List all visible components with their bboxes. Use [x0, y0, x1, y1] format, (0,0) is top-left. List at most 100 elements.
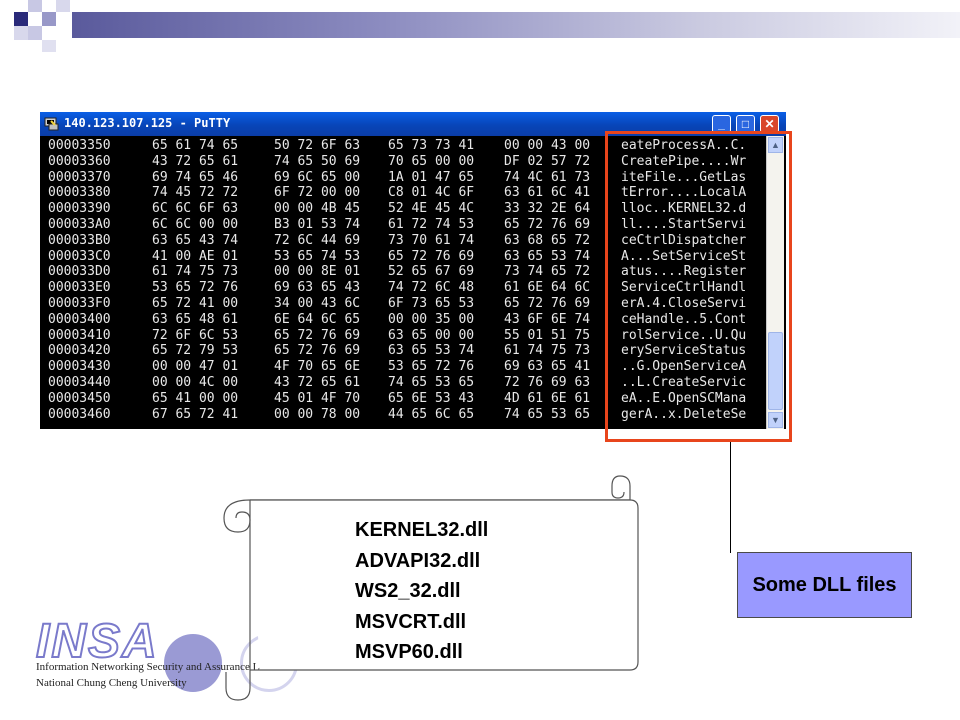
window-title: 140.123.107.125 - PuTTY — [64, 116, 231, 130]
ascii-text: ceHandle..5.Cont — [621, 311, 747, 327]
ascii-text: iteFile...GetLas — [621, 169, 747, 185]
minimize-icon: _ — [718, 117, 725, 131]
dll-scroll-shape — [223, 475, 639, 701]
hex-bytes: 63 65 00 00 — [388, 327, 475, 343]
hex-bytes: 44 65 6C 65 — [388, 406, 475, 422]
hex-offset: 000033F0 — [48, 296, 111, 311]
hex-bytes: DF 02 57 72 — [504, 153, 591, 169]
hex-bytes: 63 68 65 72 — [504, 232, 591, 248]
hex-bytes: 53 65 72 76 — [152, 280, 239, 296]
hex-bytes: B3 01 53 74 — [274, 217, 361, 232]
ascii-text: ll....StartServi — [621, 217, 747, 232]
hex-bytes: 61 74 75 73 — [152, 264, 239, 280]
ascii-text: A...SetServiceSt — [621, 248, 747, 264]
hex-bytes: 00 00 35 00 — [388, 311, 475, 327]
hex-bytes: 00 00 4B 45 — [274, 201, 361, 217]
hex-bytes: 63 61 6C 41 — [504, 185, 591, 201]
hex-bytes: 74 65 50 69 — [274, 153, 361, 169]
dll-name: MSVCRT.dll — [355, 610, 467, 633]
terminal-scrollbar[interactable]: ▲ ▼ — [766, 136, 784, 429]
hex-bytes: 41 00 AE 01 — [152, 248, 239, 264]
callout-label: Some DLL files — [752, 574, 897, 596]
insa-logo: INSA — [35, 614, 159, 669]
hex-bytes: 72 6C 44 69 — [274, 232, 361, 248]
hex-bytes: 6E 64 6C 65 — [274, 311, 361, 327]
hex-bytes: 74 65 53 65 — [388, 375, 475, 390]
header-square-dark — [14, 12, 28, 26]
dll-name: ADVAPI32.dll — [355, 549, 481, 572]
hex-offset: 000033B0 — [48, 232, 111, 248]
hex-offset: 000033A0 — [48, 217, 111, 232]
maximize-icon: □ — [741, 117, 750, 131]
hex-offset: 00003430 — [48, 359, 111, 375]
ascii-text: rolService..U.Qu — [621, 327, 747, 343]
header-square-light — [28, 26, 42, 40]
hex-bytes: 72 6F 6C 53 — [152, 327, 239, 343]
hex-bytes: 43 6F 6E 74 — [504, 311, 591, 327]
hex-offset: 00003440 — [48, 375, 111, 390]
hex-bytes: 67 65 72 41 — [152, 406, 239, 422]
hex-bytes: 6C 6C 00 00 — [152, 217, 239, 232]
hex-bytes: 72 76 69 63 — [504, 375, 591, 390]
hex-bytes: 73 70 61 74 — [388, 232, 475, 248]
hex-offset: 00003360 — [48, 153, 111, 169]
header-square-mid — [42, 12, 56, 26]
hex-bytes: 65 41 00 00 — [152, 390, 239, 406]
hex-offset: 00003400 — [48, 311, 111, 327]
hex-bytes: 69 63 65 41 — [504, 359, 591, 375]
hex-bytes: 65 72 79 53 — [152, 343, 239, 359]
hex-bytes: 63 65 53 74 — [388, 343, 475, 359]
hex-bytes: 53 65 72 76 — [388, 359, 475, 375]
ascii-text: ServiceCtrlHandl — [621, 280, 747, 296]
putty-icon — [44, 117, 59, 131]
ascii-text: atus....Register — [621, 264, 747, 280]
hex-bytes: 73 74 65 72 — [504, 264, 591, 280]
hex-offset: 00003460 — [48, 406, 111, 422]
hex-bytes: 69 6C 65 00 — [274, 169, 361, 185]
hex-bytes: 33 32 2E 64 — [504, 201, 591, 217]
hex-bytes: 65 73 73 41 — [388, 138, 475, 153]
ascii-text: ..L.CreateServic — [621, 375, 747, 390]
hex-bytes: 65 72 41 00 — [152, 296, 239, 311]
hex-bytes: 69 74 65 46 — [152, 169, 239, 185]
ascii-text: ceCtrlDispatcher — [621, 232, 747, 248]
scroll-up-arrow-icon[interactable]: ▲ — [768, 137, 783, 153]
hex-bytes: 6F 72 00 00 — [274, 185, 361, 201]
hex-bytes: 6C 6C 6F 63 — [152, 201, 239, 217]
hex-offset: 00003390 — [48, 201, 111, 217]
hex-offset: 00003410 — [48, 327, 111, 343]
dll-name: KERNEL32.dll — [355, 519, 489, 541]
hex-offset: 000033D0 — [48, 264, 111, 280]
hex-bytes: 63 65 43 74 — [152, 232, 239, 248]
ascii-text: erA.4.CloseServi — [621, 296, 747, 311]
header-square-light — [42, 40, 56, 52]
lab-name: Information Networking Security and Assu… — [36, 661, 270, 673]
ascii-text: eA..E.OpenSCMana — [621, 390, 747, 406]
hex-offset: 00003420 — [48, 343, 111, 359]
dll-name: WS2_32.dll — [355, 580, 461, 602]
hex-bytes: 34 00 43 6C — [274, 296, 361, 311]
hex-bytes: 65 61 74 65 — [152, 138, 239, 153]
scroll-down-arrow-icon[interactable]: ▼ — [768, 412, 783, 428]
hex-bytes: 55 01 51 75 — [504, 327, 591, 343]
ascii-text: eryServiceStatus — [621, 343, 747, 359]
hex-offset: 00003380 — [48, 185, 111, 201]
hex-offset: 000033E0 — [48, 280, 111, 296]
hex-offset: 00003350 — [48, 138, 111, 153]
hex-bytes: 74 45 72 72 — [152, 185, 239, 201]
scrollbar-thumb[interactable] — [768, 332, 783, 410]
header-square-light — [56, 0, 70, 12]
ascii-text: ..G.OpenServiceA — [621, 359, 747, 375]
close-icon: ✕ — [764, 117, 775, 131]
dll-name: MSVP60.dll — [355, 641, 463, 663]
ascii-highlight-box — [605, 131, 792, 442]
hex-offset: 000033C0 — [48, 248, 111, 264]
hex-bytes: 63 65 53 74 — [504, 248, 591, 264]
hex-bytes: 61 6E 64 6C — [504, 280, 591, 296]
hex-bytes: 43 72 65 61 — [274, 375, 361, 390]
header-gradient-bar — [72, 12, 960, 38]
hex-bytes: 70 65 00 00 — [388, 153, 475, 169]
hex-bytes: 61 72 74 53 — [388, 217, 475, 232]
